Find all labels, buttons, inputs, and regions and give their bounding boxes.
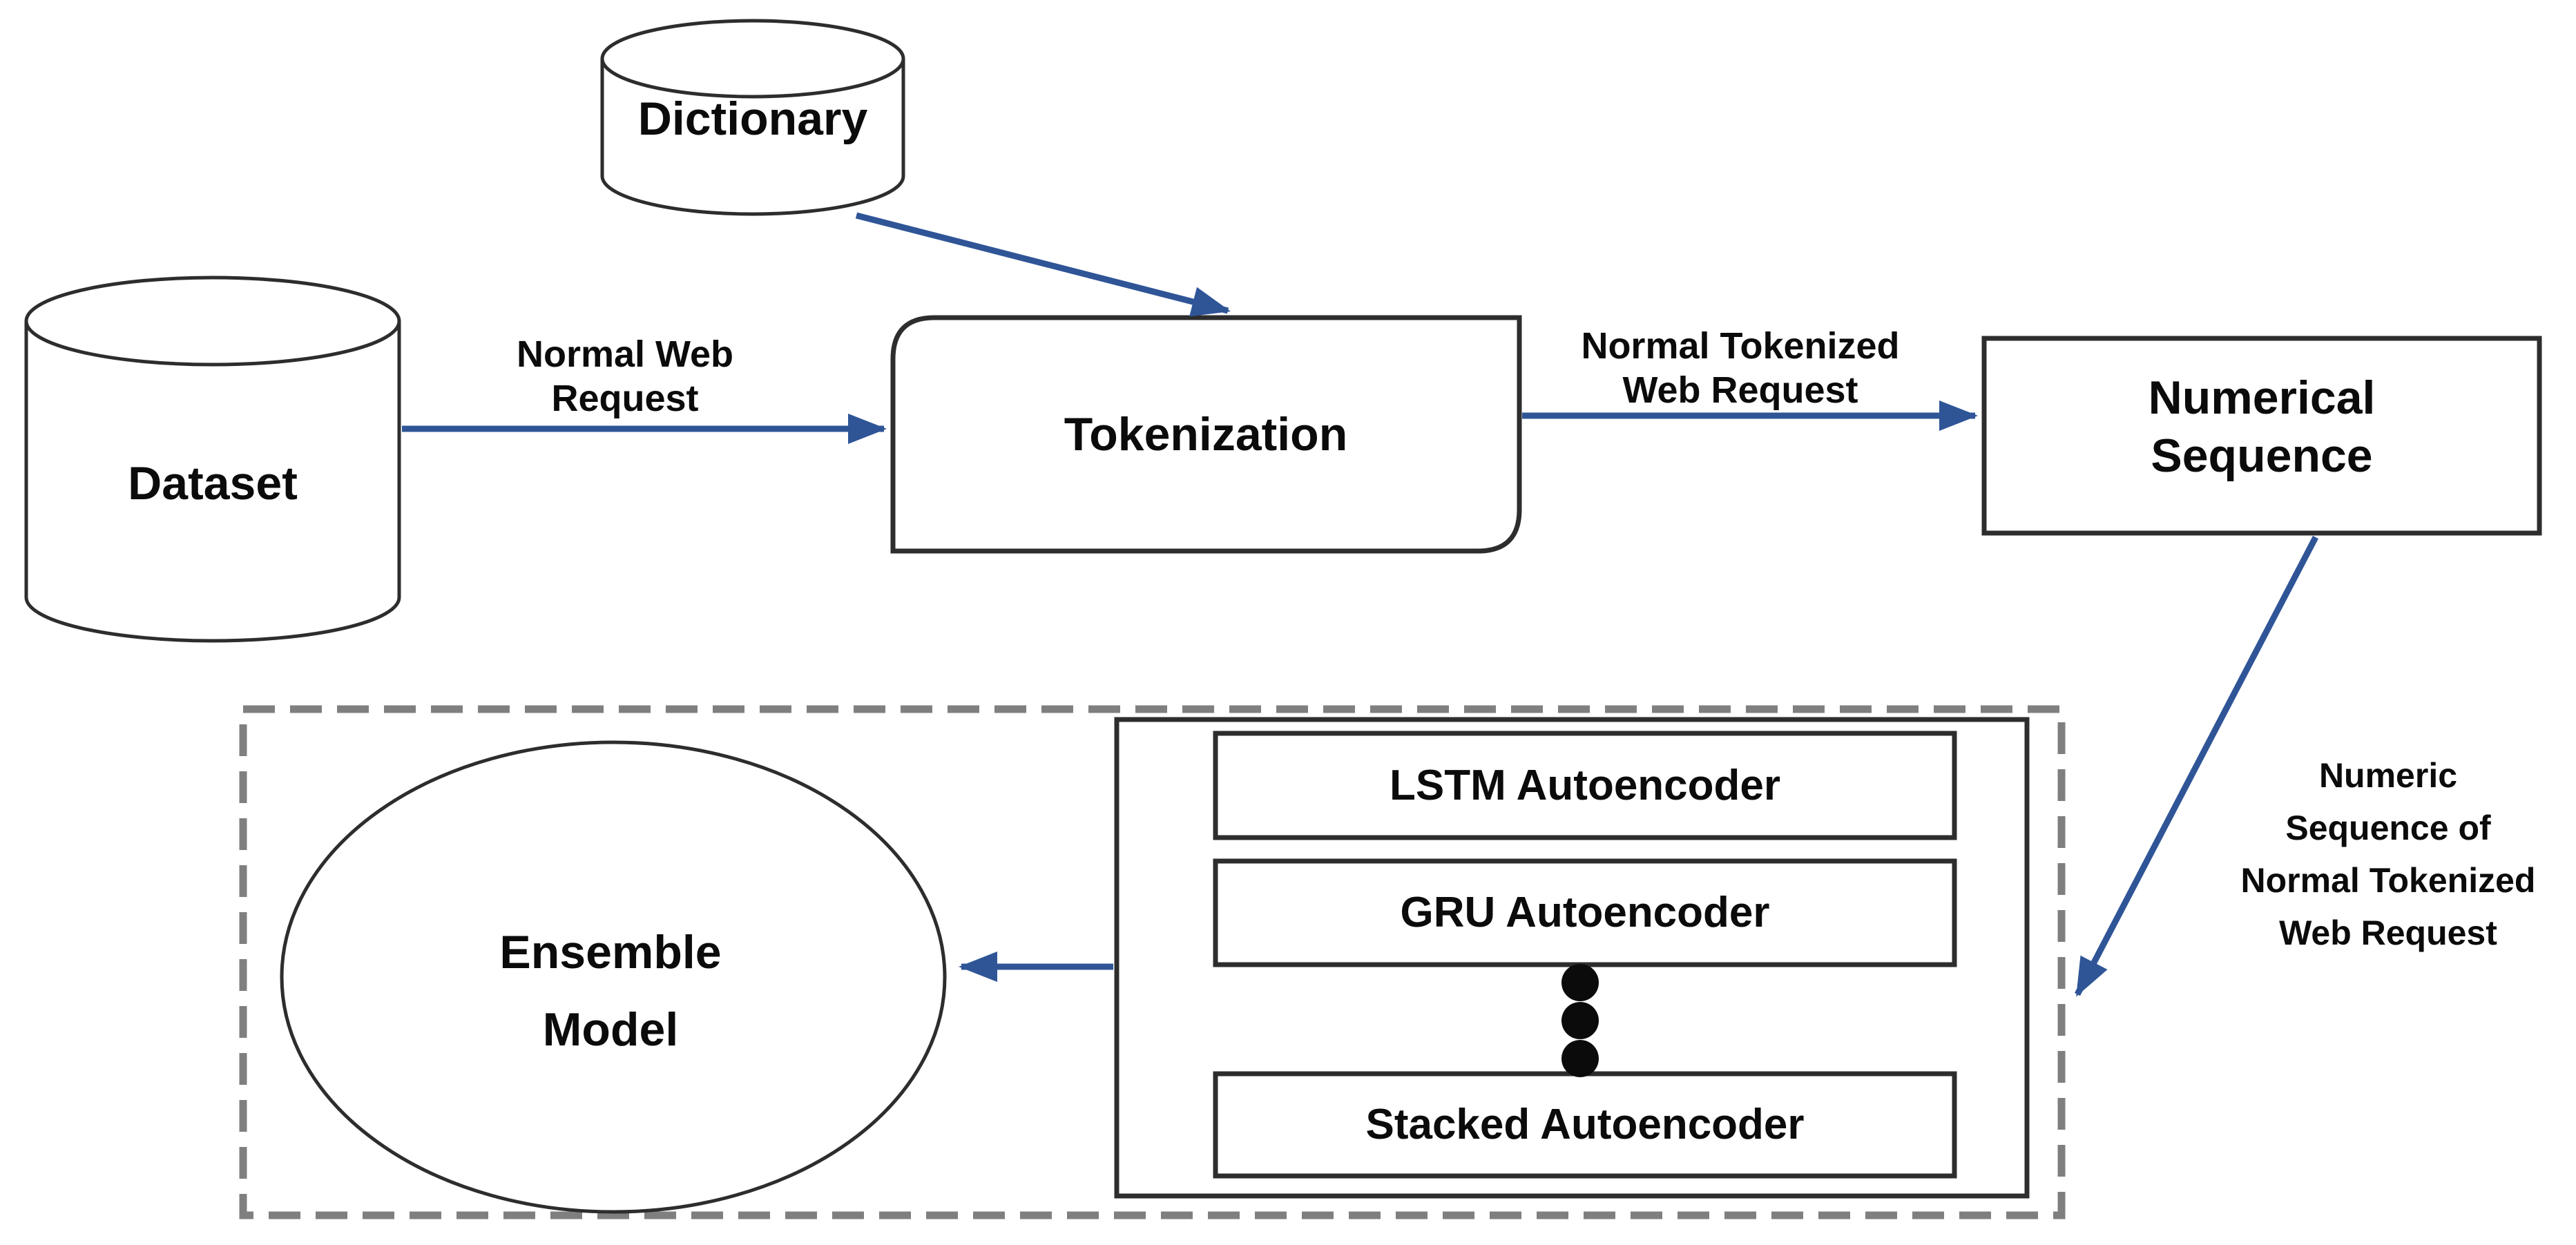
numeric-sequence-note-line1: Numeric [2318, 756, 2458, 795]
ensemble-model-label: Ensemble Model [499, 914, 721, 1068]
numerical-sequence-label-line1: Numerical [2148, 371, 2376, 424]
normal-web-request-label-line2: Request [551, 378, 699, 419]
ensemble-model-label-line2: Model [542, 1003, 679, 1056]
normal-web-request-label: Normal Web Request [517, 332, 733, 421]
lstm-autoencoder-box [1213, 731, 1957, 840]
gru-autoencoder-label: GRU Autoencoder [1400, 889, 1770, 936]
normal-tokenized-web-request-label-line1: Normal Tokenized [1581, 325, 1900, 367]
ensemble-model-label-line1: Ensemble [499, 926, 722, 978]
lstm-autoencoder-label: LSTM Autoencoder [1389, 762, 1781, 809]
dataset-label: Dataset [128, 457, 298, 510]
dictionary-cylinder [600, 19, 905, 216]
tokenization-label: Tokenization [1064, 408, 1348, 461]
numeric-sequence-note-label: Numeric Sequence of Normal Tokenized Web… [2241, 749, 2536, 959]
numerical-sequence-label: Numerical Sequence [2149, 369, 2376, 485]
normal-web-request-label-line1: Normal Web [516, 334, 734, 375]
numerical-sequence-box [1981, 336, 2542, 536]
dataset-cylinder [24, 276, 401, 643]
numeric-sequence-note-line3: Normal Tokenized [2240, 861, 2536, 900]
vertical-ellipsis-dots [1561, 964, 1599, 1077]
gru-autoencoder-box [1213, 858, 1957, 967]
ensemble-model-ellipse [280, 740, 947, 1214]
tokenization-box [890, 315, 1522, 554]
normal-tokenized-web-request-label: Normal Tokenized Web Request [1581, 324, 1899, 412]
numeric-sequence-note-line2: Sequence of [2285, 809, 2491, 847]
stacked-autoencoder-label: Stacked Autoencoder [1365, 1101, 1805, 1148]
normal-tokenized-web-request-label-line2: Web Request [1622, 369, 1858, 411]
numeric-sequence-note-line4: Web Request [2279, 914, 2497, 952]
dictionary-label: Dictionary [637, 93, 868, 145]
arrow-dictionary-to-tokenization [855, 212, 1231, 317]
ensemble-dashed-container [239, 705, 2066, 1219]
arrow-numerical-sequence-to-ensemble-container [2075, 535, 2318, 997]
stacked-autoencoder-box [1213, 1071, 1957, 1179]
numerical-sequence-label-line2: Sequence [2151, 430, 2373, 482]
